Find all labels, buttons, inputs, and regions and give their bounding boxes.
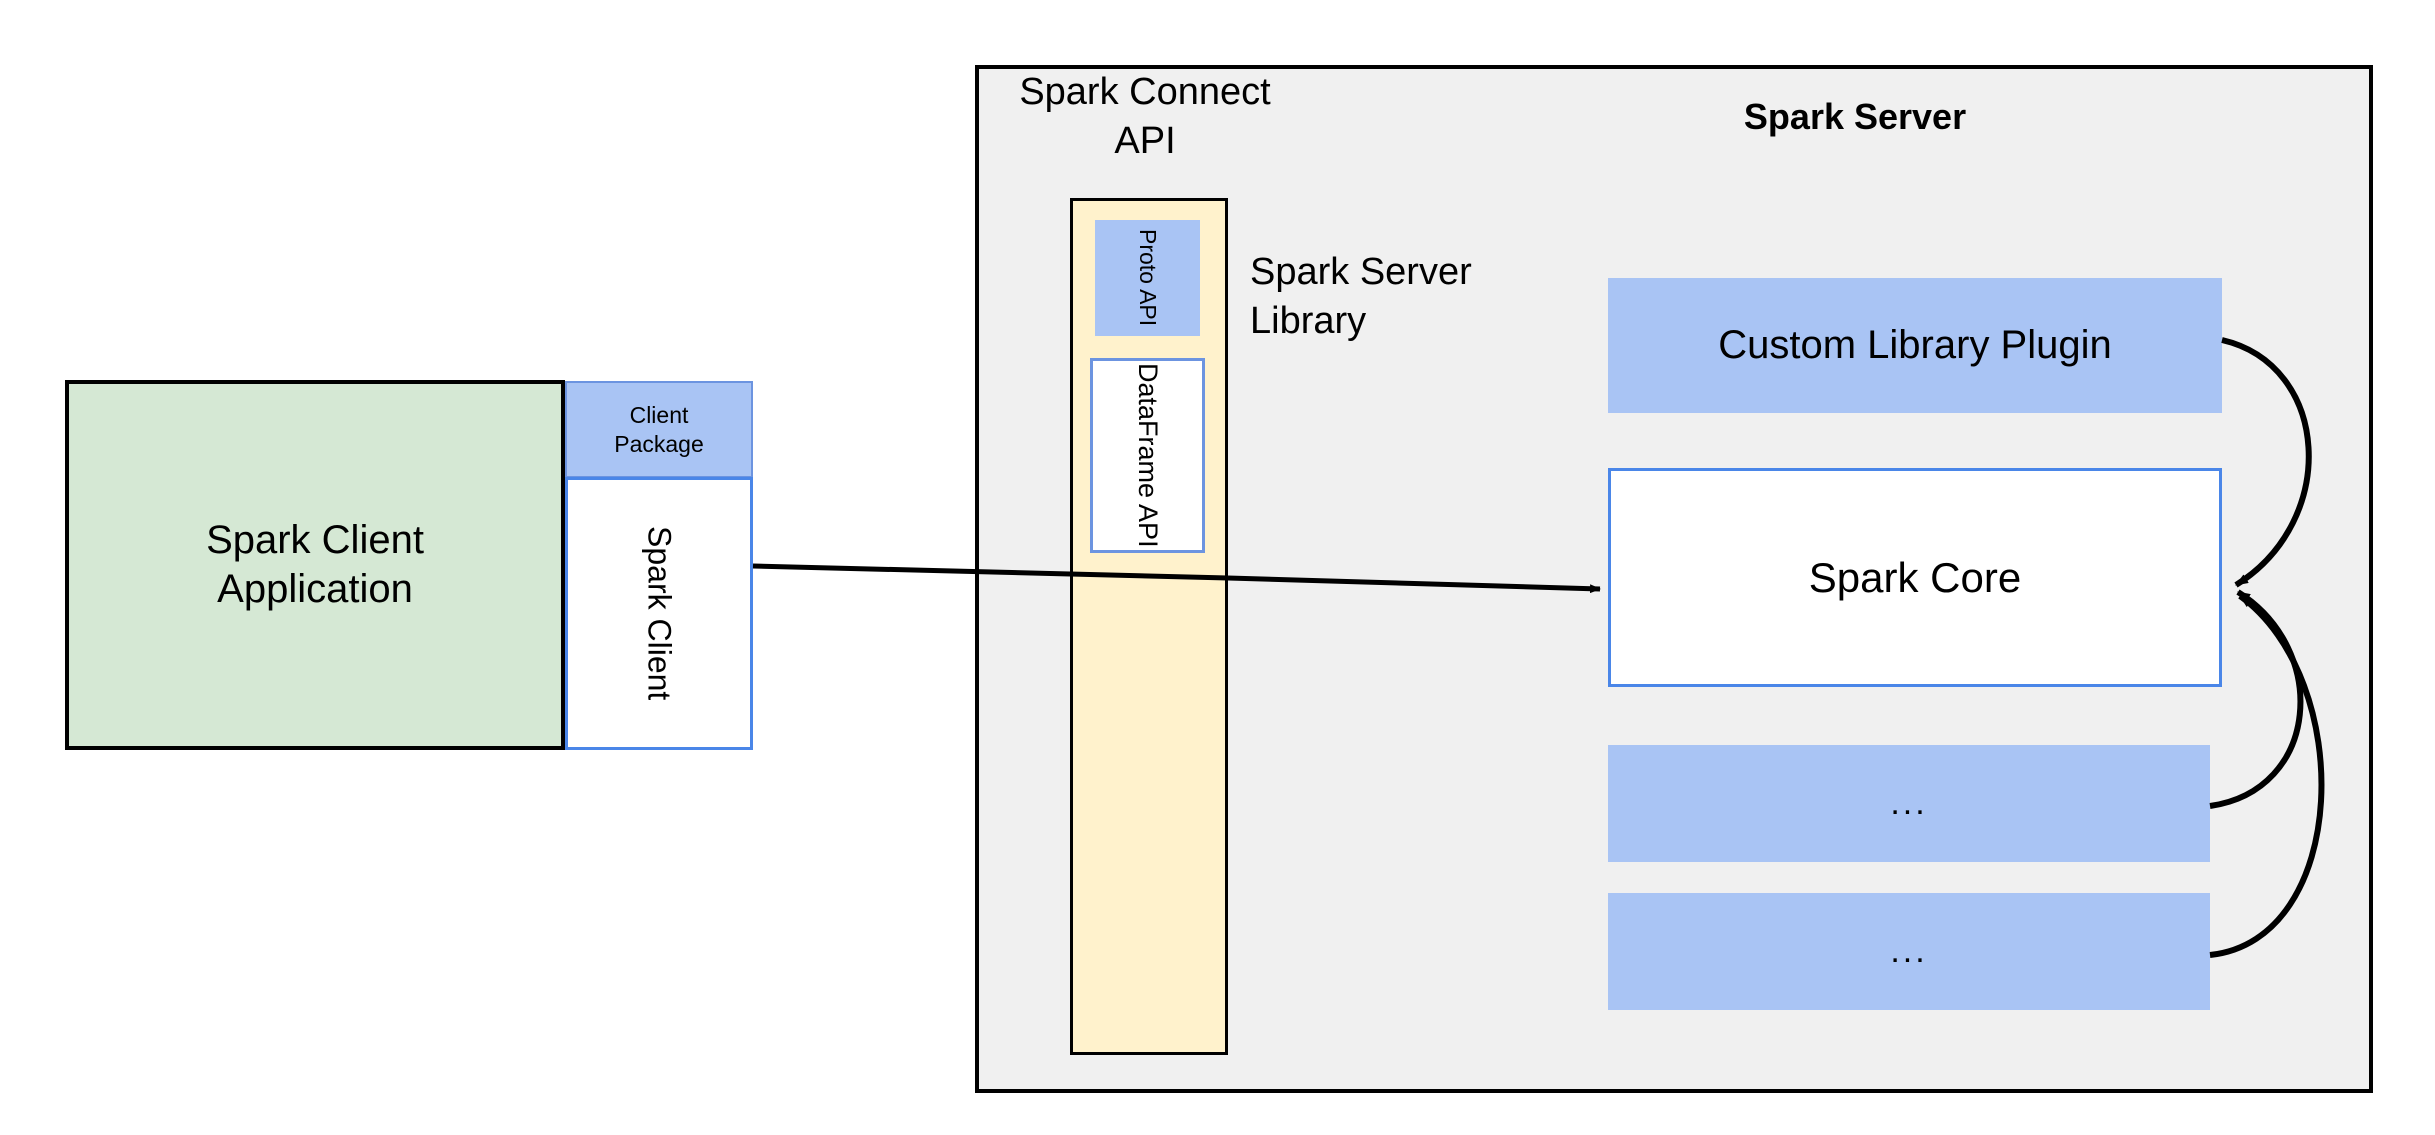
- custom-library-plugin-label: Custom Library Plugin: [1718, 323, 2112, 367]
- spark-client-application-label: Spark Client Application: [206, 516, 424, 614]
- custom-library-plugin-box[interactable]: Custom Library Plugin: [1608, 278, 2222, 413]
- server-library-label-line1: Spark Server: [1250, 251, 1472, 293]
- dataframe-api-box[interactable]: DataFrame API: [1090, 358, 1205, 553]
- client-package-label: Client Package: [614, 401, 704, 459]
- spark-connect-api-label: Spark Connect API: [1000, 68, 1290, 165]
- client-package-box[interactable]: Client Package: [565, 381, 753, 478]
- connect-api-label-line2: API: [1114, 119, 1176, 162]
- plugin-placeholder-box-2[interactable]: ...: [1608, 893, 2210, 1010]
- plugin-placeholder-label-2: ...: [1890, 932, 1928, 970]
- client-app-label-line1: Spark Client: [206, 518, 424, 563]
- spark-core-label: Spark Core: [1808, 553, 2022, 601]
- spark-client-label: Spark Client: [641, 526, 678, 701]
- proto-api-box[interactable]: Proto API: [1095, 220, 1200, 336]
- spark-server-library-label: Spark Server Library: [1250, 248, 1570, 347]
- plugin-placeholder-box-1[interactable]: ...: [1608, 745, 2210, 862]
- spark-client-box[interactable]: Spark Client: [565, 477, 753, 750]
- spark-core-box[interactable]: Spark Core: [1608, 468, 2222, 687]
- dataframe-api-label: DataFrame API: [1133, 363, 1163, 548]
- client-package-label-line2: Package: [614, 430, 704, 457]
- connect-api-label-line1: Spark Connect: [1019, 71, 1271, 113]
- plugin-placeholder-label-1: ...: [1890, 784, 1928, 822]
- proto-api-label: Proto API: [1135, 229, 1161, 327]
- server-library-label-line2: Library: [1250, 300, 1367, 343]
- spark-client-application-box[interactable]: Spark Client Application: [65, 380, 565, 750]
- client-app-label-line2: Application: [217, 567, 413, 611]
- spark-server-title: Spark Server: [1743, 96, 1967, 137]
- spark-connect-api-column[interactable]: [1070, 198, 1228, 1055]
- client-package-label-line1: Client: [629, 401, 689, 428]
